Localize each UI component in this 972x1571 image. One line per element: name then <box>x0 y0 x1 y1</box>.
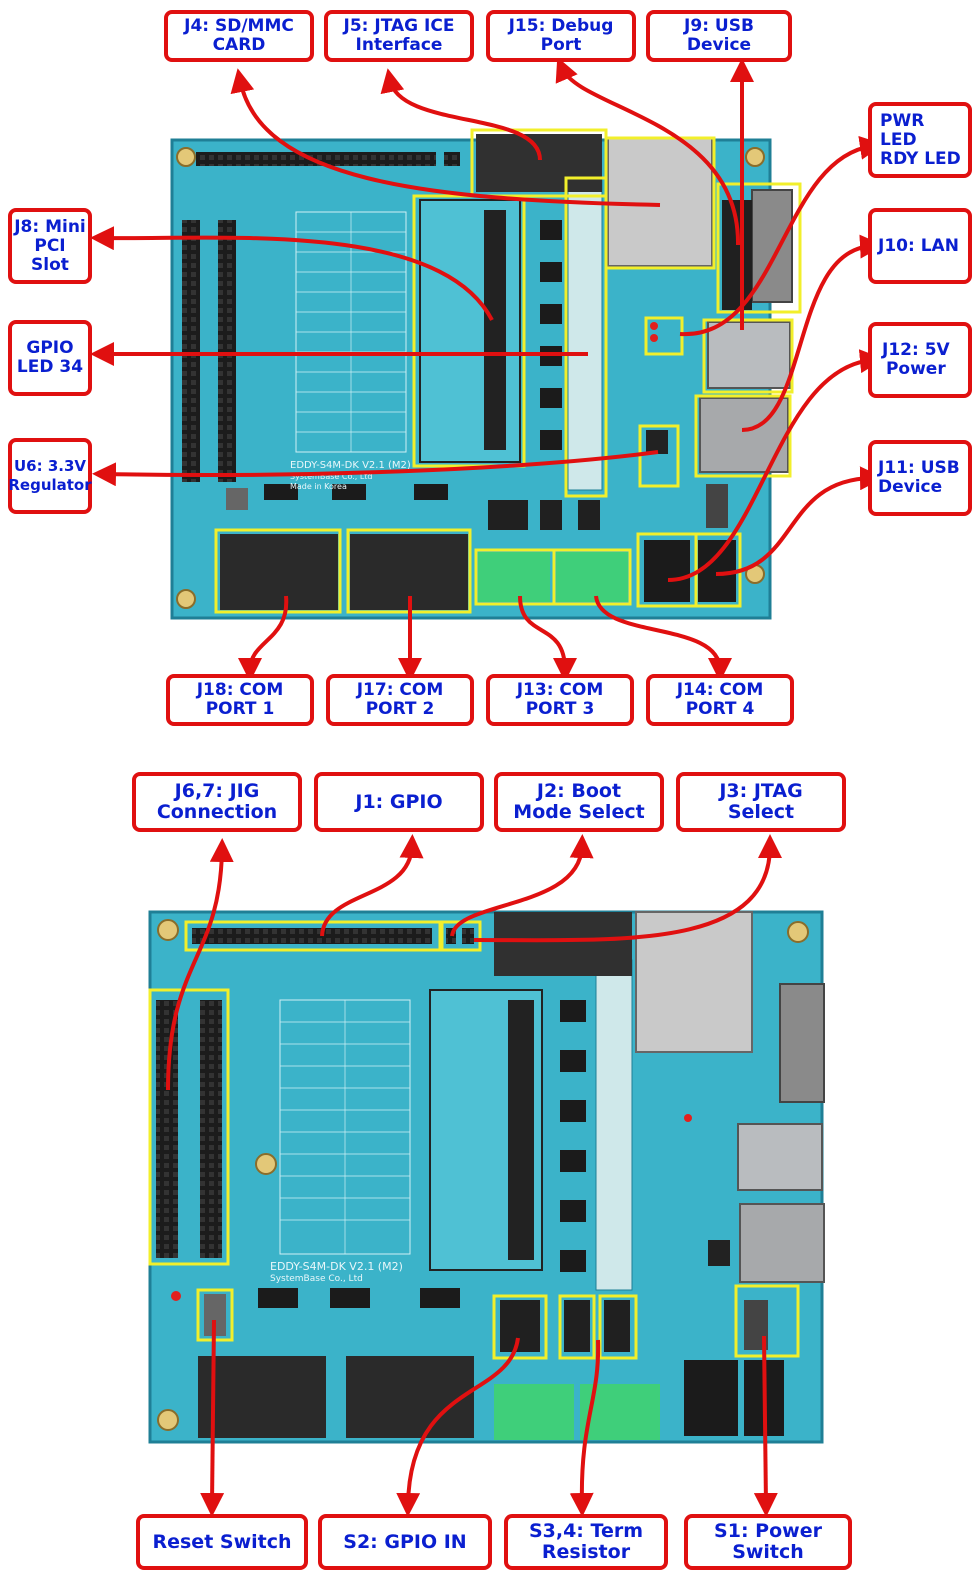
dip-switch <box>578 500 600 530</box>
label-reset: Reset Switch <box>136 1514 308 1570</box>
power-jack <box>644 540 690 602</box>
chip <box>414 484 448 500</box>
chip <box>420 1288 460 1308</box>
dip-switch <box>540 500 562 530</box>
label-j5: J5: JTAG ICE Interface <box>324 10 474 62</box>
label-j11: J11: USB Device <box>868 440 972 516</box>
chip <box>258 1288 298 1308</box>
power-jack <box>684 1360 738 1436</box>
chip <box>560 1000 586 1022</box>
label-u6: U6: 3.3V Regulator <box>8 438 92 514</box>
com-port-2 <box>346 1356 474 1438</box>
chip <box>540 430 562 450</box>
label-j12: J12: 5V Power <box>868 322 972 398</box>
label-gpio-led: GPIO LED 34 <box>8 320 92 396</box>
mini-pci-connector <box>484 210 506 450</box>
label-j8: J8: Mini PCI Slot <box>8 208 92 284</box>
chip <box>540 220 562 240</box>
regulator <box>708 1240 730 1266</box>
label-j3: J3: JTAG Select <box>676 772 846 832</box>
jig-header-right <box>200 1000 222 1258</box>
com-port-4-terminal <box>556 552 628 602</box>
gpio-led-column <box>568 180 602 490</box>
com-port-1 <box>220 534 338 610</box>
usb-host-connector <box>738 1124 822 1190</box>
dip-switch <box>488 500 528 530</box>
chip <box>560 1200 586 1222</box>
mini-pci-connector <box>508 1000 534 1260</box>
pwr-led <box>650 322 658 330</box>
label-j18: J18: COM PORT 1 <box>166 674 314 726</box>
chip <box>540 388 562 408</box>
label-j15: J15: Debug Port <box>486 10 636 62</box>
com-port-1 <box>198 1356 326 1438</box>
mounting-hole <box>158 920 178 940</box>
chip <box>560 1250 586 1272</box>
mounting-hole <box>177 148 195 166</box>
jig-header-left <box>156 1000 178 1258</box>
lan-connector <box>740 1204 824 1282</box>
mounting-hole <box>746 148 764 166</box>
gpio-header <box>192 928 432 944</box>
bottom-board: EDDY-S4M-DK V2.1 (M2) SystemBase Co., Lt… <box>150 912 824 1442</box>
label-s34: S3,4: Term Resistor <box>504 1514 668 1570</box>
label-j6-7: J6,7: JIG Connection <box>132 772 302 832</box>
mounting-hole <box>158 1410 178 1430</box>
jig-header-right <box>218 220 236 482</box>
board-silkscreen-origin: Made in Korea <box>290 482 347 491</box>
jig-header-left <box>182 220 200 482</box>
label-j1: J1: GPIO <box>314 772 484 832</box>
label-j13: J13: COM PORT 3 <box>486 674 634 726</box>
chip <box>540 304 562 324</box>
chip <box>560 1150 586 1172</box>
label-j17: J17: COM PORT 2 <box>326 674 474 726</box>
dip-switch-s2 <box>500 1300 540 1352</box>
mounting-hole <box>256 1154 276 1174</box>
chip <box>560 1100 586 1122</box>
com-port-3-terminal <box>478 552 550 602</box>
reset-button <box>226 488 248 510</box>
pwr-led <box>684 1114 692 1122</box>
label-s2: S2: GPIO IN <box>318 1514 492 1570</box>
jtag-connector <box>476 134 602 192</box>
jtag-select-header <box>444 152 460 166</box>
debug-port-db9 <box>780 984 824 1102</box>
label-s1: S1: Power Switch <box>684 1514 852 1570</box>
power-switch <box>706 484 728 528</box>
dip-switch-s3 <box>564 1300 590 1352</box>
gpio-led-column <box>596 960 632 1290</box>
sd-card-slot <box>608 138 712 266</box>
label-j9: J9: USB Device <box>646 10 792 62</box>
rdy-led <box>650 334 658 342</box>
mounting-hole <box>177 590 195 608</box>
board-silkscreen-maker: SystemBase Co., Ltd <box>270 1274 363 1284</box>
com-port-3-terminal <box>494 1384 574 1440</box>
chip <box>330 1288 370 1308</box>
jtag-select-header <box>462 928 474 944</box>
status-led <box>171 1291 181 1301</box>
usb-host-connector <box>708 322 790 388</box>
top-board: EDDY-S4M-DK V2.1 (M2) SystemBase Co., Lt… <box>172 134 792 618</box>
chip <box>540 262 562 282</box>
chip <box>560 1050 586 1072</box>
board-silkscreen-title: EDDY-S4M-DK V2.1 (M2) <box>270 1260 403 1273</box>
label-pwr-led: PWR LED RDY LED <box>868 102 972 178</box>
label-j10: J10: LAN <box>868 208 972 284</box>
board-silkscreen-title: EDDY-S4M-DK V2.1 (M2) <box>290 460 411 471</box>
sd-card-slot <box>636 912 752 1052</box>
jtag-connector <box>494 912 632 976</box>
mounting-hole <box>788 922 808 942</box>
label-j2: J2: Boot Mode Select <box>494 772 664 832</box>
dip-switch-s4 <box>604 1300 630 1352</box>
label-j14: J14: COM PORT 4 <box>646 674 794 726</box>
arrow-s1 <box>764 1336 766 1505</box>
label-j4: J4: SD/MMC CARD <box>164 10 314 62</box>
arrow-reset <box>212 1320 214 1505</box>
